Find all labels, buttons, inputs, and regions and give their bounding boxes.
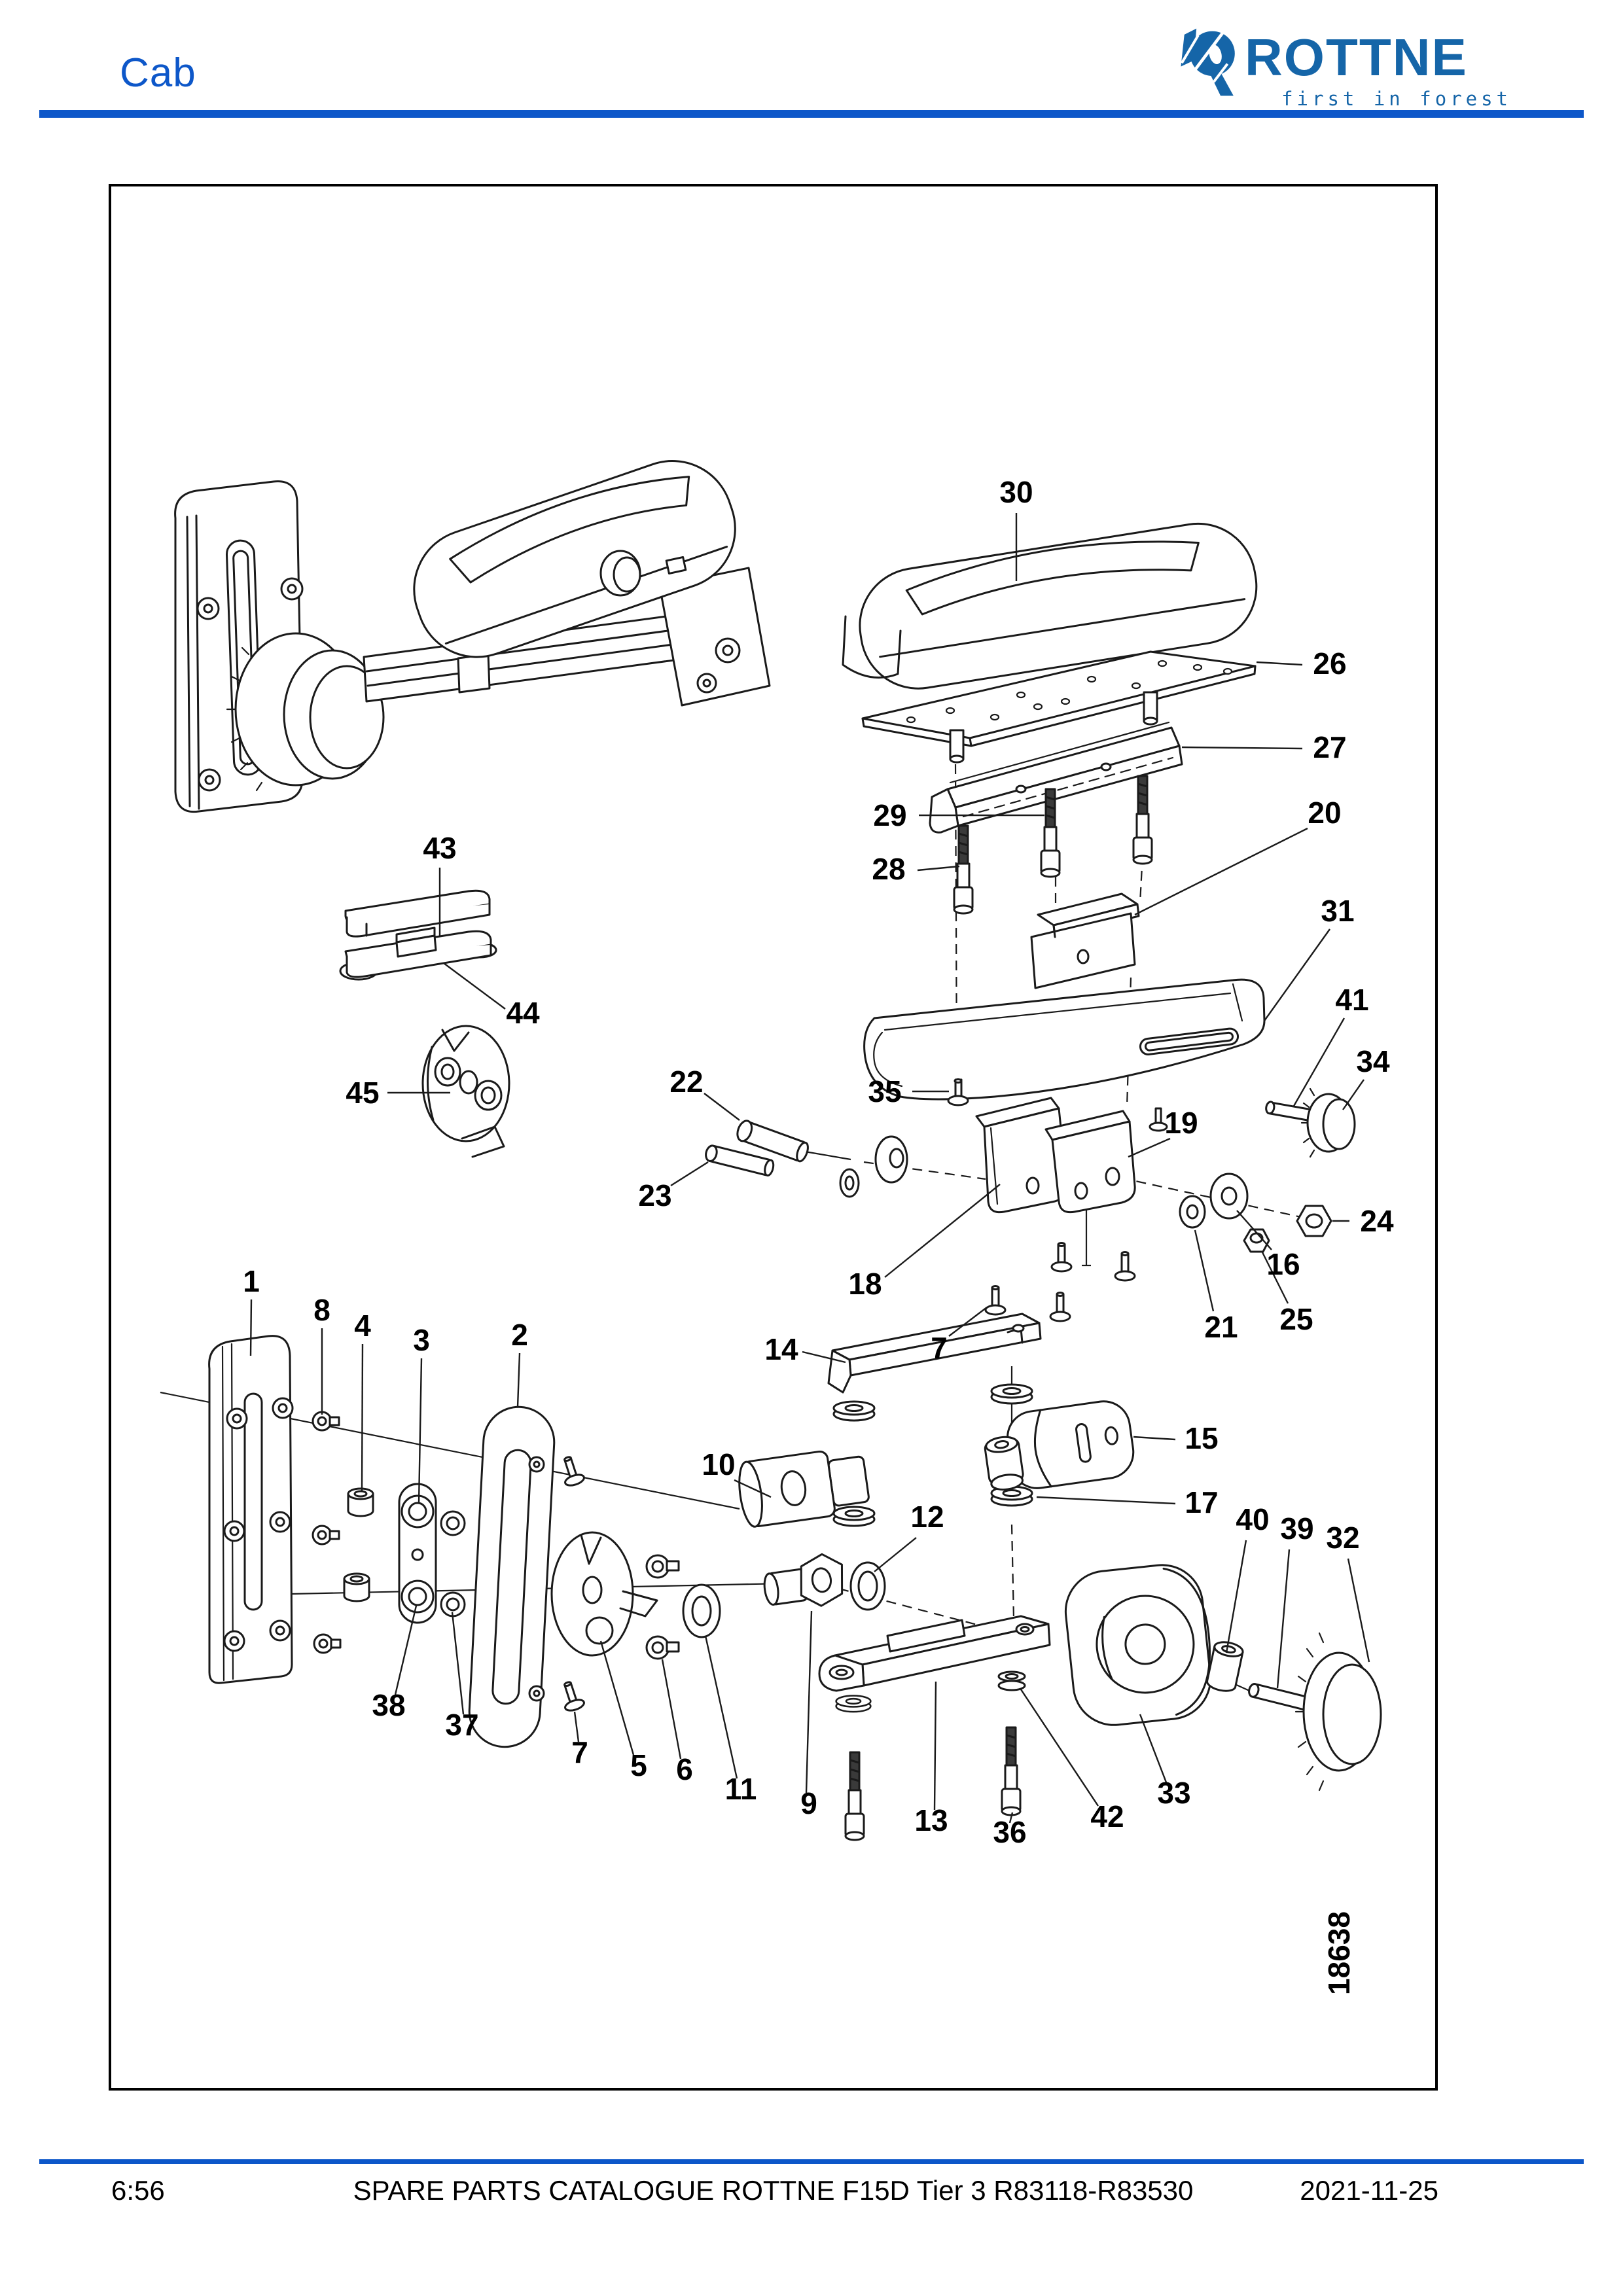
part-cam-plate-45: [421, 1025, 510, 1158]
part-screw-35: [947, 1078, 969, 1106]
part-washer-21: [1179, 1195, 1206, 1229]
pin-washers: [839, 1135, 908, 1198]
part-label-41: 41: [1335, 983, 1368, 1017]
part-label-19: 19: [1164, 1106, 1198, 1140]
part-plate-2: [468, 1405, 556, 1748]
part-knob-34: [1300, 1087, 1356, 1158]
part-label-1: 1: [243, 1264, 260, 1298]
part-spacer-40: [1206, 1641, 1244, 1692]
part-label-35: 35: [868, 1074, 901, 1108]
part-label-6: 6: [676, 1752, 693, 1786]
part-slide-rail-27: [929, 721, 1183, 834]
part-label-13: 13: [914, 1803, 948, 1837]
part-label-33: 33: [1157, 1776, 1190, 1810]
part-bracket-19: [1044, 1110, 1136, 1214]
rottne-logo: ROTTNE first in forest: [1169, 9, 1516, 111]
part-washer-16: [1209, 1173, 1249, 1220]
part-label-23: 23: [638, 1178, 671, 1212]
part-damper-33: [1064, 1564, 1212, 1726]
page-title: Cab: [120, 50, 196, 96]
part-label-4: 4: [354, 1309, 371, 1343]
part-label-11: 11: [725, 1772, 757, 1806]
part-label-22: 22: [669, 1065, 703, 1099]
part-label-42: 42: [1090, 1799, 1124, 1833]
assembled-armrest-unit: [174, 460, 771, 813]
part-label-9: 9: [800, 1786, 817, 1820]
part-block-10: [738, 1450, 870, 1528]
part-label-43: 43: [423, 831, 456, 865]
part-label-18: 18: [848, 1267, 882, 1301]
part-label-31: 31: [1321, 894, 1354, 928]
part-bracket-1: [208, 1335, 294, 1684]
part-nut-24: [1296, 1205, 1332, 1237]
part-tray-31: [863, 978, 1266, 1101]
part-screws-6: [645, 1554, 680, 1660]
part-label-44: 44: [506, 996, 540, 1030]
tray-screw: [1149, 1107, 1168, 1132]
part-label-8: 8: [313, 1293, 330, 1327]
part-link-3-bearings-38: [398, 1483, 437, 1624]
part-label-5: 5: [630, 1748, 647, 1782]
part-label-26: 26: [1313, 646, 1346, 680]
part-label-28: 28: [872, 852, 905, 886]
footer-date: 2021-11-25: [1300, 2175, 1438, 2206]
part-label-39: 39: [1280, 1511, 1313, 1545]
part-pin-22: [736, 1120, 809, 1163]
part-label-10: 10: [702, 1447, 735, 1481]
part-washer-11: [682, 1583, 721, 1638]
part-hex-bolt-9: [763, 1553, 844, 1607]
logo-tagline: first in forest: [1281, 88, 1512, 110]
part-label-40: 40: [1236, 1502, 1269, 1536]
part-washer-12: [849, 1561, 886, 1611]
figure-number: 18638: [1322, 1911, 1356, 1995]
part-label-14: 14: [764, 1332, 798, 1366]
part-knob-32: [1294, 1632, 1382, 1792]
part-label-7a: 7: [931, 1331, 948, 1365]
part-slide-block-20: [1030, 892, 1140, 989]
footer-title: SPARE PARTS CATALOGUE ROTTNE F15D Tier 3…: [353, 2175, 1194, 2206]
part-label-17: 17: [1185, 1485, 1218, 1519]
part-label-15: 15: [1185, 1421, 1218, 1455]
part-bar-13: [818, 1615, 1051, 1692]
footer-rule: [39, 2159, 1584, 2164]
part-label-16: 16: [1266, 1247, 1300, 1281]
part-label-30: 30: [999, 475, 1033, 509]
logo-brand-text: ROTTNE: [1245, 28, 1468, 86]
part-label-7b: 7: [571, 1735, 588, 1769]
part-pin-23: [705, 1144, 775, 1176]
part-label-36: 36: [993, 1815, 1026, 1849]
part-washer-42: [997, 1670, 1026, 1691]
part-clamp-43: [344, 889, 491, 938]
part-label-38: 38: [372, 1688, 405, 1722]
part-nut-25: [1243, 1228, 1270, 1253]
part-bracket-14: [827, 1313, 1042, 1394]
part-label-21: 21: [1204, 1310, 1238, 1344]
part-label-32: 32: [1326, 1521, 1359, 1555]
part-label-34: 34: [1356, 1044, 1390, 1078]
part-clevis-15: [984, 1400, 1135, 1491]
part-label-20: 20: [1308, 796, 1341, 830]
header-rule: [39, 110, 1584, 118]
part-mounting-plate-26: [861, 650, 1257, 764]
part-armrest-pad-30: [842, 522, 1258, 690]
part-label-37: 37: [445, 1708, 478, 1742]
part-label-24: 24: [1360, 1204, 1394, 1238]
part-label-3: 3: [413, 1323, 430, 1357]
part-label-2: 2: [511, 1318, 528, 1352]
part-label-25: 25: [1279, 1302, 1313, 1336]
footer-page-number: 6:56: [111, 2175, 165, 2206]
part-clamp-44: [339, 927, 497, 981]
part-cam-5: [550, 1531, 658, 1657]
rottne-r-icon: [1181, 28, 1235, 96]
leader-lines: [249, 513, 1370, 1824]
part-label-12: 12: [910, 1500, 944, 1534]
part-label-29: 29: [873, 798, 906, 832]
part-label-45: 45: [346, 1076, 379, 1110]
part-labels: 30 26 27 29 28 20 31 41 34 43 44 45 22 2…: [243, 475, 1394, 1995]
part-label-27: 27: [1313, 730, 1346, 764]
